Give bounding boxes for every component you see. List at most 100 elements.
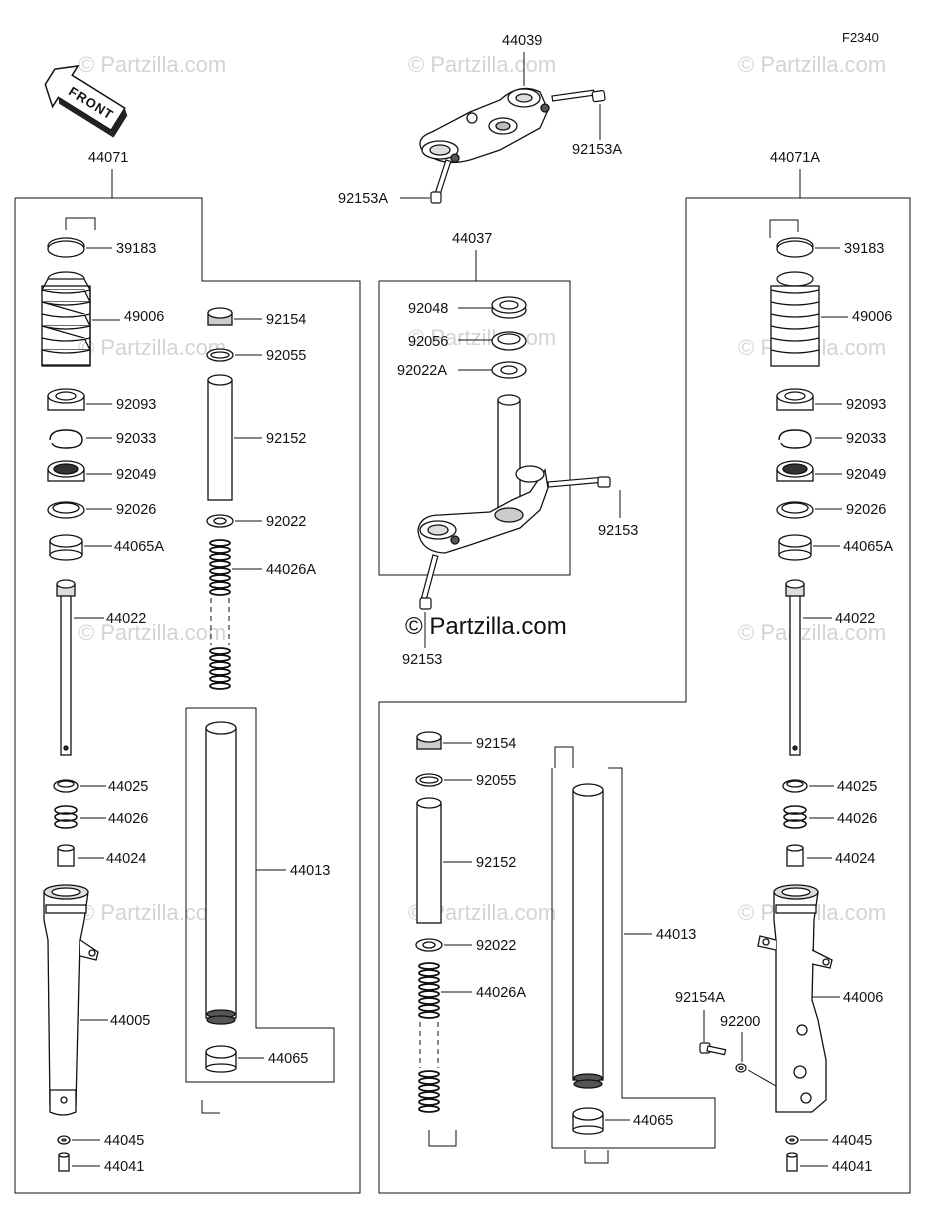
ring-icon — [53, 779, 79, 793]
watermark: © Partzilla.com — [408, 52, 556, 77]
clamp-icon — [776, 237, 814, 258]
washer-icon — [415, 938, 443, 952]
dust-boot-icon — [40, 271, 92, 367]
part-label: 44006 — [843, 990, 883, 1006]
top-bracket — [419, 87, 550, 164]
part-label: 44026A — [266, 562, 316, 578]
part-label: 44065 — [633, 1113, 673, 1129]
bolt-icon — [430, 159, 452, 204]
inner-tube — [785, 579, 805, 756]
part-label: 92152 — [266, 431, 306, 447]
part-label: 92153A — [572, 142, 622, 158]
part-label: 92055 — [266, 348, 306, 364]
inner-tube — [56, 579, 76, 756]
cap-icon — [207, 307, 233, 326]
part-label: 92049 — [846, 467, 886, 483]
bolt-icon — [58, 1152, 70, 1172]
clamp-icon — [47, 237, 85, 258]
steering-stem — [417, 394, 549, 554]
watermark: © Partzilla.com — [78, 900, 226, 925]
watermark: © Partzilla.com — [78, 335, 226, 360]
bolt-icon — [699, 1042, 727, 1056]
piece-icon — [57, 844, 75, 867]
part-label: 44024 — [835, 851, 875, 867]
washer-icon — [206, 514, 234, 528]
brand-text: © Partzilla.com — [405, 613, 567, 640]
part-label: 44022 — [106, 611, 146, 627]
fork-spring — [418, 962, 440, 1113]
fork-spring — [209, 539, 231, 690]
part-label: 92154A — [675, 990, 725, 1006]
washer-icon — [785, 1135, 799, 1145]
bushing-icon — [205, 1045, 237, 1073]
part-label: 92154 — [476, 736, 516, 752]
part-label: 44025 — [837, 779, 877, 795]
ring-icon — [491, 296, 527, 319]
part-label: 92033 — [116, 431, 156, 447]
front-arrow-icon: FRONT — [44, 65, 128, 138]
part-label: 44041 — [832, 1159, 872, 1175]
part-label: 92022 — [476, 938, 516, 954]
outer-tube — [43, 884, 99, 1116]
bushing-icon — [572, 1107, 604, 1135]
part-label: 92153A — [338, 191, 388, 207]
part-label: 92093 — [116, 397, 156, 413]
part-label: 44071A — [770, 150, 820, 166]
ring-icon — [782, 779, 808, 793]
part-label: 44065A — [843, 539, 893, 555]
watermark: © Partzilla.com — [408, 325, 556, 350]
part-label: 49006 — [852, 309, 892, 325]
ring-icon — [415, 773, 443, 787]
part-label: 44024 — [106, 851, 146, 867]
part-label: 44065A — [114, 539, 164, 555]
bolt-icon — [786, 1152, 798, 1172]
part-label: 44026 — [108, 811, 148, 827]
part-label: 44041 — [104, 1159, 144, 1175]
bushing-icon — [778, 534, 812, 561]
part-label: 44025 — [108, 779, 148, 795]
part-label: 92093 — [846, 397, 886, 413]
washer-icon — [57, 1135, 71, 1145]
part-label: 44039 — [502, 33, 542, 49]
part-label: 44045 — [832, 1133, 872, 1149]
diagram-code: F2340 — [842, 30, 879, 45]
bolt-icon — [419, 554, 439, 610]
clip-icon — [49, 429, 83, 449]
part-label: 44026 — [837, 811, 877, 827]
ring-icon — [491, 331, 527, 351]
ring-icon — [206, 348, 234, 362]
part-label: 92026 — [846, 502, 886, 518]
bolt-icon — [547, 476, 611, 488]
part-label: 44005 — [110, 1013, 150, 1029]
part-label: 92033 — [846, 431, 886, 447]
damper-tube — [572, 783, 604, 1089]
part-label: 44022 — [835, 611, 875, 627]
washer-icon — [735, 1063, 747, 1073]
outer-tube — [757, 884, 833, 1113]
part-label: 44026A — [476, 985, 526, 1001]
spring-icon — [783, 805, 807, 829]
washer-icon — [491, 361, 527, 379]
part-label: 92048 — [408, 301, 448, 317]
part-label: 44045 — [104, 1133, 144, 1149]
part-label: 92153 — [402, 652, 442, 668]
part-label: 44065 — [268, 1051, 308, 1067]
spring-icon — [54, 805, 78, 829]
cap-icon — [416, 731, 442, 750]
part-label: 39183 — [116, 241, 156, 257]
dust-boot-icon — [770, 271, 820, 367]
washer-icon — [47, 501, 85, 519]
seal-icon — [47, 388, 85, 411]
part-label: 39183 — [844, 241, 884, 257]
clip-icon — [778, 429, 812, 449]
part-label: 92022A — [397, 363, 447, 379]
spacer-tube — [207, 374, 233, 501]
seal-icon — [776, 460, 814, 482]
part-label: 92026 — [116, 502, 156, 518]
seal-icon — [776, 388, 814, 411]
part-label: 92022 — [266, 514, 306, 530]
part-label: 92055 — [476, 773, 516, 789]
part-label: 92200 — [720, 1014, 760, 1030]
